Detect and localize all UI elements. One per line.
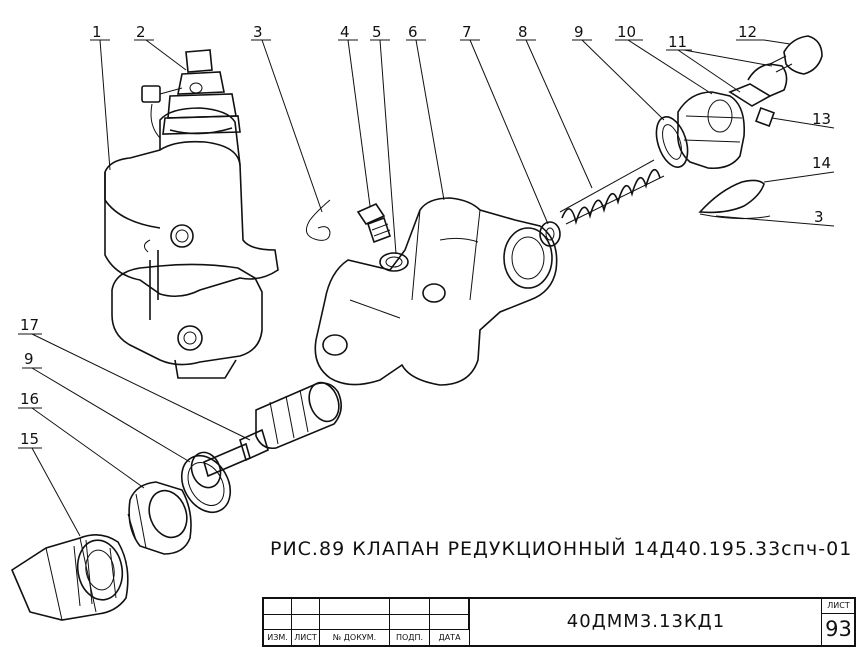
part-4-fitting — [356, 202, 392, 244]
part-5-ring — [379, 252, 409, 272]
title-block: ИЗМ. ЛИСТ № ДОКУМ. ПОДП. ДАТА 40ДММ3.13К… — [262, 597, 856, 647]
callout-8: 8 — [516, 23, 593, 189]
callout-16: 16 — [18, 390, 145, 489]
callout-5: 5 — [370, 23, 397, 255]
part-3-lock-wire — [305, 199, 331, 241]
svg-text:3: 3 — [814, 208, 824, 226]
part-17-piston — [190, 381, 342, 489]
callout-4: 4 — [338, 23, 371, 207]
callout-15: 15 — [18, 430, 81, 537]
svg-text:12: 12 — [738, 23, 757, 41]
part-14-seal — [698, 179, 771, 220]
svg-text:8: 8 — [518, 23, 528, 41]
callout-17: 17 — [18, 316, 251, 441]
part-16-sleeve — [127, 481, 192, 555]
header-signature: ПОДП. — [390, 630, 430, 645]
sheet-label: ЛИСТ — [822, 599, 855, 614]
svg-text:2: 2 — [136, 23, 146, 41]
callout-13: 13 — [771, 110, 835, 129]
header-doc-number: № ДОКУМ. — [320, 630, 390, 645]
callout-9-upper: 9 — [572, 23, 665, 121]
svg-text:7: 7 — [462, 23, 472, 41]
svg-text:15: 15 — [20, 430, 39, 448]
part-9-ring-lower — [180, 454, 232, 514]
callout-14: 14 — [763, 154, 835, 183]
part-7-washer — [539, 221, 561, 247]
callout-2: 2 — [134, 23, 187, 71]
part-6-valve-body — [314, 197, 558, 386]
figure-caption: РИС.89 КЛАПАН РЕДУКЦИОННЫЙ 14Д40.195.33с… — [270, 538, 853, 560]
svg-text:3: 3 — [253, 23, 263, 41]
svg-text:14: 14 — [812, 154, 831, 172]
document-number: 40ДММ3.13КД1 — [469, 599, 822, 645]
svg-text:10: 10 — [617, 23, 636, 41]
svg-text:1: 1 — [92, 23, 102, 41]
sheet-number: 93 — [825, 617, 852, 641]
svg-text:17: 17 — [20, 316, 39, 334]
callout-11: 11 — [666, 33, 773, 93]
svg-text:6: 6 — [408, 23, 418, 41]
revision-grid: ИЗМ. ЛИСТ № ДОКУМ. ПОДП. ДАТА — [264, 599, 469, 645]
callout-12: 12 — [736, 23, 791, 45]
part-9-ring-upper — [655, 116, 689, 168]
callout-1: 1 — [90, 23, 111, 171]
part-10-nut — [676, 91, 746, 170]
callout-3: 3 — [251, 23, 323, 213]
part-2-top-plug — [141, 49, 241, 139]
part-15-nut — [10, 534, 129, 621]
svg-text:16: 16 — [20, 390, 39, 408]
header-izm: ИЗМ. — [264, 630, 292, 645]
callout-6: 6 — [406, 23, 445, 201]
sheet-box: ЛИСТ 93 — [821, 599, 855, 645]
part-8-spring — [559, 159, 665, 225]
callout-10: 10 — [615, 23, 713, 95]
svg-text:13: 13 — [812, 110, 831, 128]
svg-text:9: 9 — [574, 23, 584, 41]
callout-9-lower: 9 — [22, 350, 191, 463]
header-date: ДАТА — [438, 633, 461, 642]
callout-7: 7 — [460, 23, 549, 225]
svg-text:4: 4 — [340, 23, 350, 41]
callout-3-lower: 3 — [715, 208, 835, 227]
part-1-housing — [104, 107, 279, 379]
header-list: ЛИСТ — [292, 630, 320, 645]
svg-text:5: 5 — [372, 23, 382, 41]
svg-text:9: 9 — [24, 350, 34, 368]
svg-text:11: 11 — [668, 33, 687, 51]
part-11-12-adjusting-screw — [728, 35, 823, 127]
